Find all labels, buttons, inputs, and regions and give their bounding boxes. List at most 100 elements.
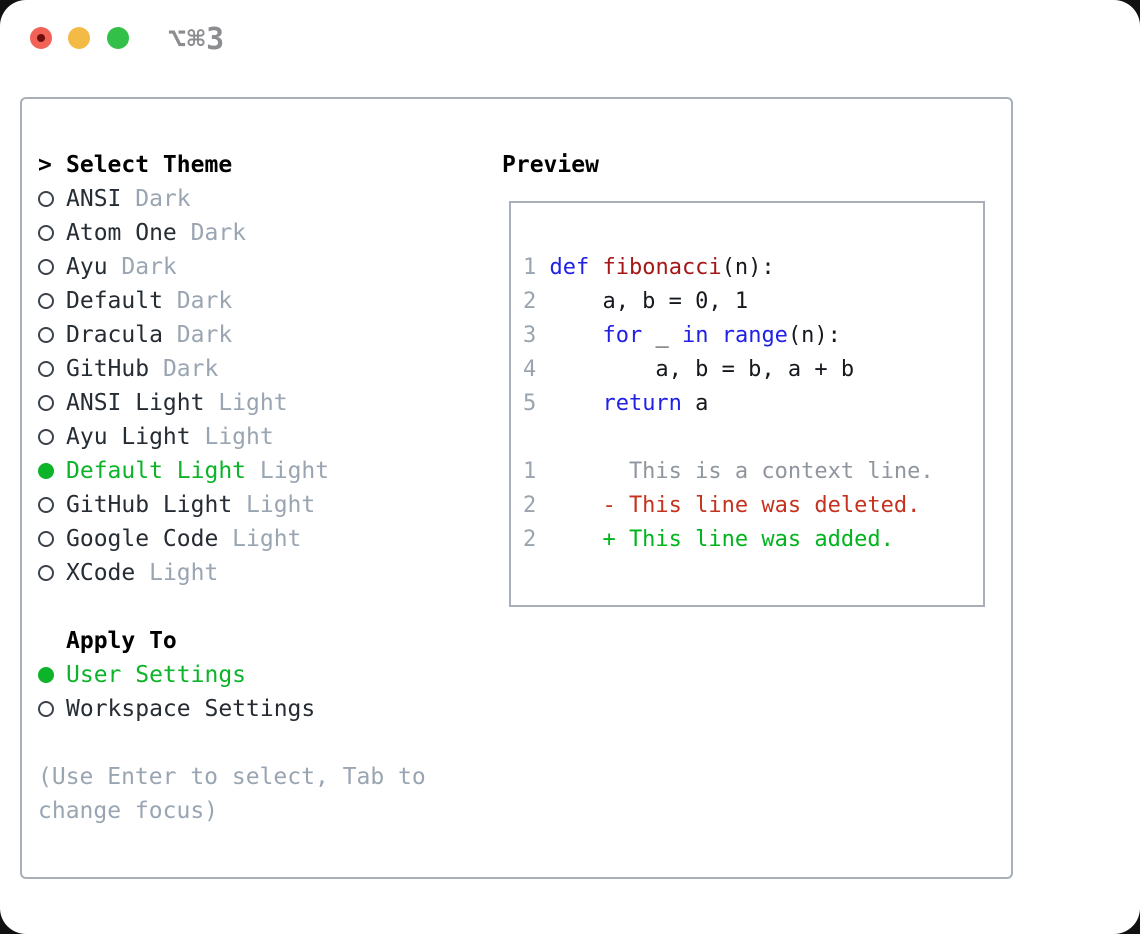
line-number: 2 — [523, 527, 537, 552]
line-number: 1 — [523, 459, 537, 484]
close-button[interactable] — [30, 27, 52, 49]
theme-variant: Light — [246, 492, 316, 518]
line-number: 4 — [523, 357, 537, 382]
spacer — [38, 590, 488, 624]
radio-selected-icon — [38, 463, 54, 479]
code-segment: a — [681, 391, 709, 416]
code-line: 2 a, b = 0, 1 — [523, 285, 983, 319]
theme-option-dracula-dark[interactable]: Dracula Dark — [38, 318, 488, 352]
code-segment: - This line was deleted. — [549, 493, 921, 518]
theme-option-xcode-light[interactable]: XCode Light — [38, 556, 488, 590]
theme-variant: Light — [259, 458, 330, 484]
theme-name: Default — [66, 288, 177, 314]
theme-option-atom-one-dark[interactable]: Atom One Dark — [38, 216, 488, 250]
radio-icon — [38, 259, 54, 275]
theme-variant: Dark — [190, 220, 247, 246]
theme-option-ayu-dark[interactable]: Ayu Dark — [38, 250, 488, 284]
theme-name: Default Light — [66, 458, 260, 484]
code-segment — [549, 391, 602, 416]
apply-to-heading-label: Apply To — [66, 628, 177, 654]
code-segment: in — [681, 323, 709, 348]
code-segment: (n): — [787, 323, 841, 348]
theme-option-ansi-dark[interactable]: ANSI Dark — [38, 182, 488, 216]
code-segment: + This line was added. — [549, 527, 894, 552]
minimize-button[interactable] — [68, 27, 90, 49]
hint-text: (Use Enter to select, Tab to change focu… — [38, 764, 426, 824]
apply-option-workspace-settings[interactable]: Workspace Settings — [38, 692, 488, 726]
theme-name: Dracula — [66, 322, 177, 348]
radio-icon — [38, 361, 54, 377]
theme-variant: Light — [218, 390, 288, 416]
select-theme-heading: > Select Theme — [38, 148, 488, 182]
line-number: 3 — [523, 323, 537, 348]
code-segment: for — [602, 323, 643, 348]
code-line: 2 + This line was added. — [523, 523, 983, 557]
code-line: 4 a, b = b, a + b — [523, 353, 983, 387]
code-segment: (n): — [721, 255, 775, 280]
theme-option-default-light-light[interactable]: Default Light Light — [38, 454, 488, 488]
theme-variant: Light — [149, 560, 219, 586]
apply-to-heading: Apply To — [38, 624, 488, 658]
code-segment — [549, 323, 602, 348]
theme-variant: Dark — [176, 288, 233, 314]
theme-option-google-code-light[interactable]: Google Code Light — [38, 522, 488, 556]
radio-selected-icon — [38, 667, 54, 683]
theme-name: GitHub Light — [66, 492, 247, 518]
theme-variant: Dark — [135, 186, 191, 212]
theme-option-github-dark[interactable]: GitHub Dark — [38, 352, 488, 386]
theme-variant: Light — [204, 424, 274, 450]
code-segment — [589, 255, 602, 280]
line-number: 1 — [523, 255, 537, 280]
code-line: 5 return a — [523, 387, 983, 421]
theme-name: GitHub — [66, 356, 163, 382]
theme-name: ANSI Light — [66, 390, 219, 416]
radio-icon — [38, 191, 54, 207]
code-segment — [708, 323, 721, 348]
radio-icon — [38, 701, 54, 717]
code-segment: a, b = b, a + b — [549, 357, 855, 382]
code-segment: range — [721, 323, 788, 348]
code-segment: This is a context line. — [549, 459, 934, 484]
line-number: 2 — [523, 493, 537, 518]
apply-option-label: Workspace Settings — [66, 696, 316, 722]
theme-variant: Light — [232, 526, 302, 552]
theme-option-default-dark[interactable]: Default Dark — [38, 284, 488, 318]
code-line — [523, 421, 983, 455]
prompt-icon: > — [38, 152, 52, 178]
theme-option-github-light-light[interactable]: GitHub Light Light — [38, 488, 488, 522]
window-title: ⌥⌘3 — [168, 22, 226, 57]
radio-icon — [38, 395, 54, 411]
theme-name: ANSI — [66, 186, 136, 212]
apply-option-user-settings[interactable]: User Settings — [38, 658, 488, 692]
theme-name: XCode — [66, 560, 150, 586]
code-line: 2 - This line was deleted. — [523, 489, 983, 523]
theme-variant: Dark — [176, 322, 233, 348]
radio-icon — [38, 293, 54, 309]
code-segment: a, b = 0, 1 — [549, 289, 749, 314]
theme-name: Atom One — [66, 220, 191, 246]
preview-heading: Preview — [502, 152, 599, 178]
theme-option-ayu-light-light[interactable]: Ayu Light Light — [38, 420, 488, 454]
close-dot-icon — [37, 34, 45, 42]
radio-icon — [38, 531, 54, 547]
titlebar: ⌥⌘3 — [0, 0, 1140, 76]
zoom-button[interactable] — [107, 27, 129, 49]
line-number: 5 — [523, 391, 537, 416]
theme-option-ansi-light-light[interactable]: ANSI Light Light — [38, 386, 488, 420]
code-line: 3 for _ in range(n): — [523, 319, 983, 353]
theme-name: Ayu Light — [66, 424, 205, 450]
radio-icon — [38, 565, 54, 581]
theme-name: Ayu — [66, 254, 122, 280]
theme-name: Google Code — [66, 526, 233, 552]
code-line: 1 This is a context line. — [523, 455, 983, 489]
radio-icon — [38, 225, 54, 241]
select-theme-heading-label: Select Theme — [66, 152, 233, 178]
radio-icon — [38, 497, 54, 513]
code-segment: def — [549, 255, 590, 280]
radio-icon — [38, 429, 54, 445]
